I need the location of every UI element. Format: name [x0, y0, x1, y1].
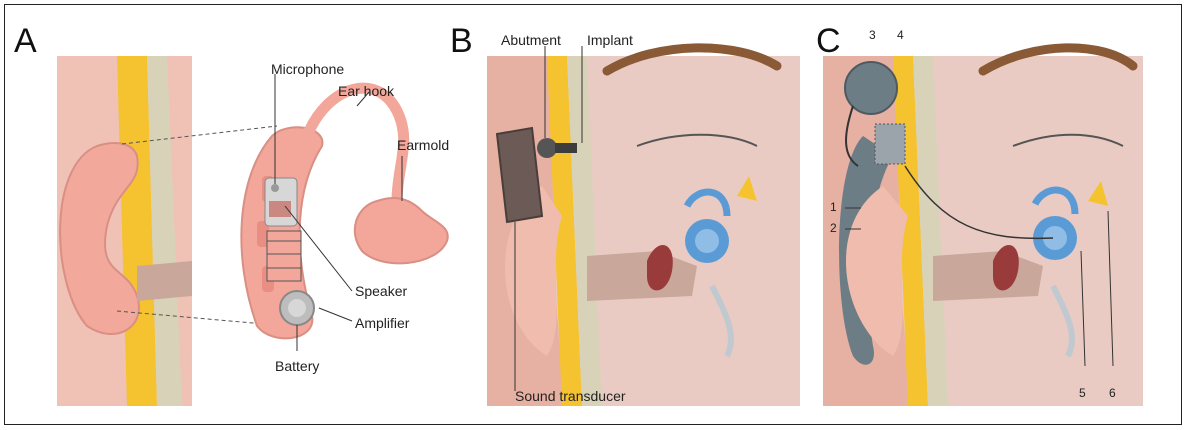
label-sound-transducer: Sound transducer — [515, 389, 626, 403]
panel-b-letter: B — [450, 24, 473, 58]
label-earmold: Earmold — [397, 138, 449, 152]
label-implant: Implant — [587, 33, 633, 47]
receiver-stimulator-icon — [875, 124, 905, 164]
label-amplifier: Amplifier — [355, 316, 409, 330]
panel-a-letter: A — [14, 24, 37, 58]
label-speaker: Speaker — [355, 284, 407, 298]
panel-a-illustration — [57, 26, 467, 406]
label-ear-hook: Ear hook — [338, 84, 394, 98]
label-4: 4 — [897, 29, 904, 41]
label-6: 6 — [1109, 387, 1116, 399]
abutment-icon — [537, 138, 557, 158]
label-microphone: Microphone — [271, 62, 344, 76]
label-battery: Battery — [275, 359, 319, 373]
microphone-icon — [271, 184, 279, 192]
panel-b: Abutment Implant Sound transducer — [487, 26, 800, 406]
label-2: 2 — [830, 222, 837, 234]
implant-icon — [555, 143, 577, 153]
panel-c: 1 2 3 4 5 6 — [823, 26, 1143, 406]
panel-c-illustration — [823, 26, 1143, 406]
label-5: 5 — [1079, 387, 1086, 399]
panel-b-illustration — [487, 26, 800, 406]
label-1: 1 — [830, 201, 837, 213]
label-3: 3 — [869, 29, 876, 41]
label-abutment: Abutment — [501, 33, 561, 47]
panel-a: Microphone Ear hook Earmold Speaker Ampl… — [57, 26, 467, 406]
